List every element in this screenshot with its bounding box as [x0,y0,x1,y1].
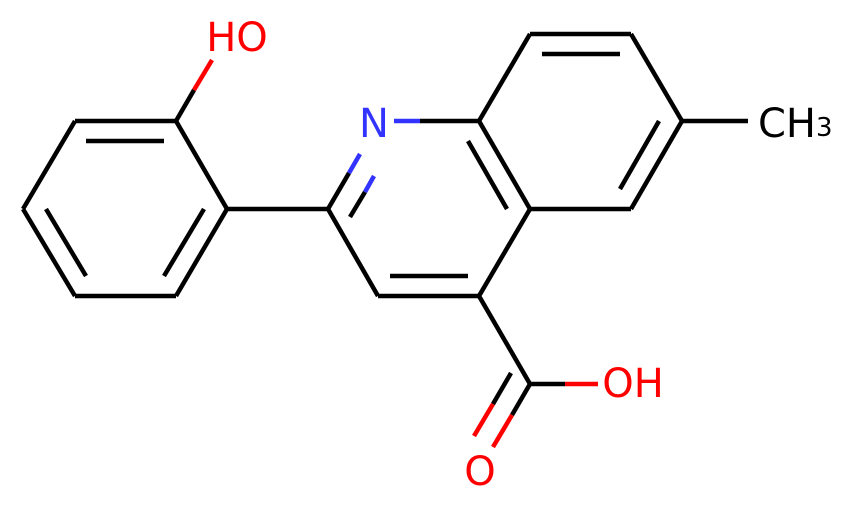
phenol-ring [21,118,229,299]
bond-c4a-c8a-inner [466,139,509,211]
bond-c2-n-inner-blue [363,174,376,194]
benzo-ring [477,31,684,212]
bond-c2-n-inner [348,190,367,219]
label-carboxyl-oh: OH [602,361,664,407]
bond-c7-c6 [629,32,684,123]
bond-phenol-5 [174,207,229,298]
label-methyl-main: CH [758,101,816,147]
bond-c2-n [326,171,351,211]
bond-c-oh-upper-o [192,58,214,92]
bond-c8a-c8 [477,32,532,123]
pyridine-ring [326,118,532,299]
label-hydroxyl-top: HO [206,15,268,61]
bond-c4-c4a [477,207,532,298]
bond-c2-c3 [326,207,380,298]
bond-c6-c5 [629,119,684,211]
bond-c-o-double-1 [510,382,532,417]
bond-phenol-5-inner [162,207,206,278]
bond-c-oh-upper [174,88,196,123]
bond-c-o-double-2-o [472,402,495,438]
bond-phenol-2 [21,119,77,211]
bond-phenol-3 [21,207,77,298]
label-carbonyl-o: O [464,449,495,495]
label-methyl: CH3 [758,101,833,147]
bond-phenol-3-inner [44,207,88,278]
bond-c4a-c8a [477,119,532,211]
bond-phenol-6 [174,119,229,211]
bond-c2-n-blue [347,152,362,175]
bond-c4-cooh [477,294,532,386]
bond-c-o-double-1-o [491,413,514,449]
label-methyl-subscript: 3 [816,113,833,143]
bond-c-o-double-2 [491,371,513,406]
bond-c6-c5-inner [618,119,661,191]
label-ring-nitrogen: N [359,101,389,147]
